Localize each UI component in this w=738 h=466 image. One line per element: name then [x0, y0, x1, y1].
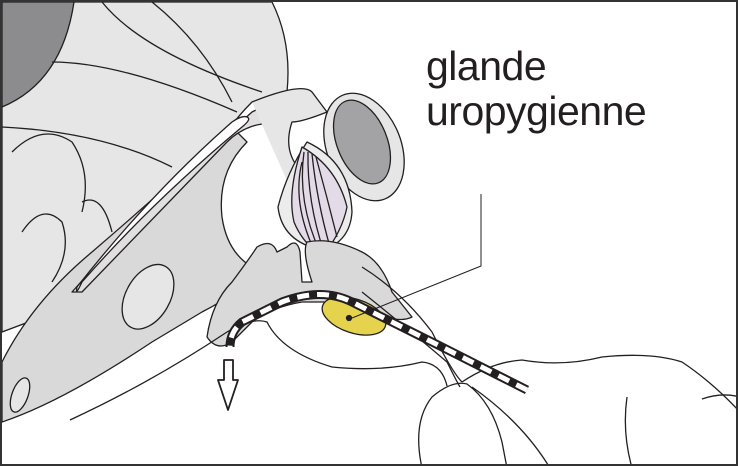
gland-marker: [345, 314, 353, 322]
dark-organ: [2, 2, 75, 108]
foramen-large: [121, 263, 175, 330]
tail-body: [461, 354, 736, 409]
label-uropygienne: uropygienne: [426, 88, 647, 134]
leader-line: [351, 194, 482, 319]
cloaca-inner: [332, 99, 392, 185]
foramen-small: [9, 377, 31, 413]
body-outline: [69, 320, 448, 421]
arrow-down-icon: [217, 359, 239, 411]
pelvis: [2, 126, 253, 423]
tail-feather: [418, 382, 507, 464]
label-glande: glande: [426, 43, 547, 89]
